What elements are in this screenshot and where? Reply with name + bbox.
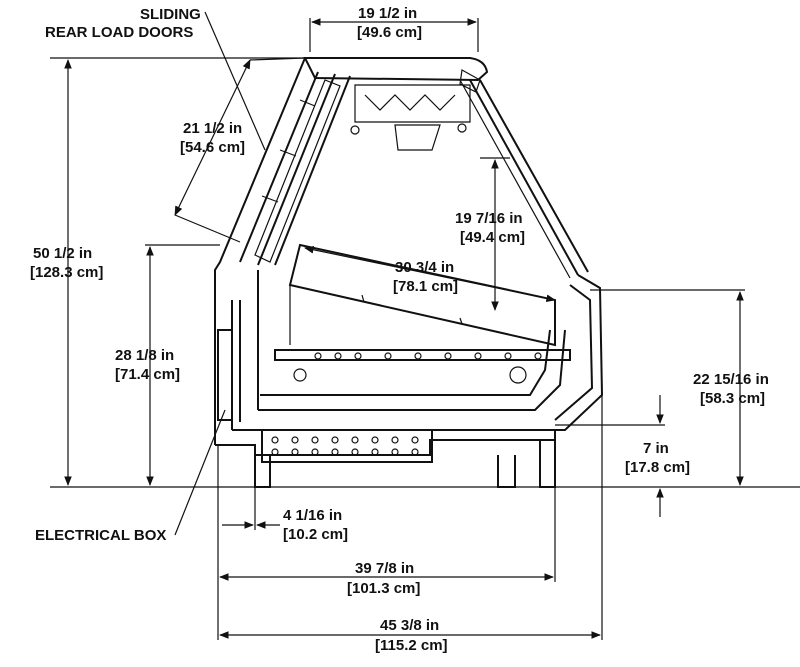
dimension-lines xyxy=(50,11,800,640)
door-length-in: 21 1/2 in xyxy=(183,120,242,137)
sliding-label: SLIDING xyxy=(140,6,201,23)
total-height-cm: [128.3 cm] xyxy=(30,264,103,281)
front-height-cm: [58.3 cm] xyxy=(700,390,765,407)
glass-height-cm: [49.4 cm] xyxy=(460,229,525,246)
deck-depth-cm: [78.1 cm] xyxy=(393,278,458,295)
glass-height-in: 19 7/16 in xyxy=(455,210,523,227)
front-height-in: 22 15/16 in xyxy=(693,371,769,388)
base-height-cm: [17.8 cm] xyxy=(625,459,690,476)
door-length-cm: [54.6 cm] xyxy=(180,139,245,156)
rear-height-cm: [71.4 cm] xyxy=(115,366,180,383)
rear-load-doors-label: REAR LOAD DOORS xyxy=(45,24,193,41)
top-width-cm: [49.6 cm] xyxy=(357,24,422,41)
labels: SLIDING REAR LOAD DOORS ELECTRICAL BOX 1… xyxy=(30,5,769,654)
total-width-in: 45 3/8 in xyxy=(380,617,439,634)
total-width-cm: [115.2 cm] xyxy=(375,637,448,654)
rear-offset-cm: [10.2 cm] xyxy=(283,526,348,543)
base-height-in: 7 in xyxy=(643,440,669,457)
total-height-in: 50 1/2 in xyxy=(33,245,92,262)
base-width-in: 39 7/8 in xyxy=(355,560,414,577)
deck-depth-in: 30 3/4 in xyxy=(395,259,454,276)
top-width-in: 19 1/2 in xyxy=(358,5,417,22)
rear-offset-in: 4 1/16 in xyxy=(283,507,342,524)
rear-height-in: 28 1/8 in xyxy=(115,347,174,364)
base-width-cm: [101.3 cm] xyxy=(347,580,420,597)
electrical-box-label: ELECTRICAL BOX xyxy=(35,527,166,544)
